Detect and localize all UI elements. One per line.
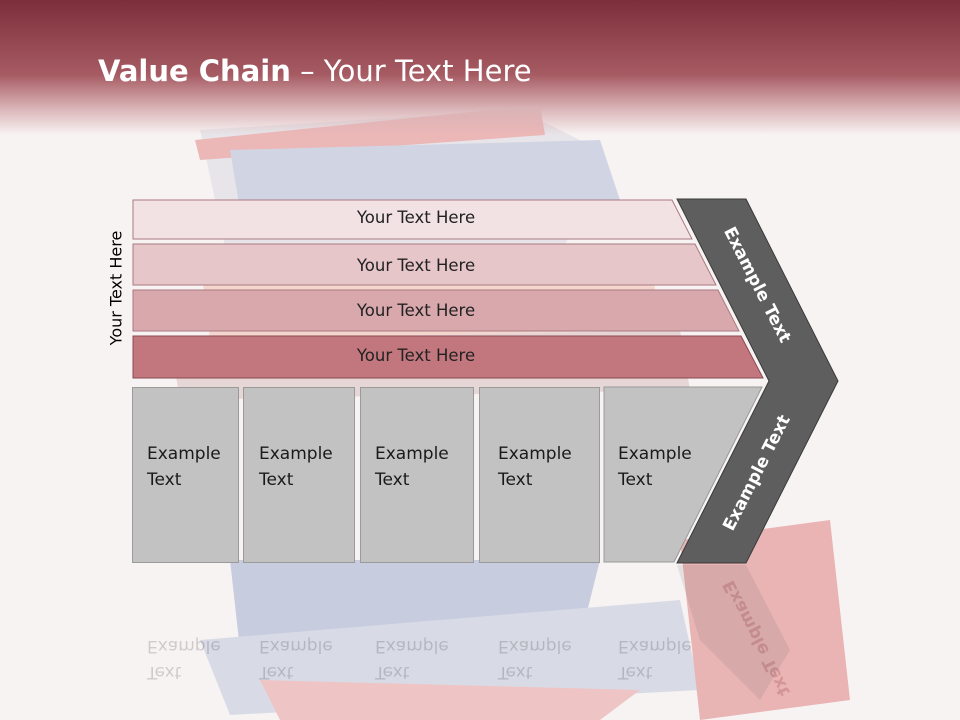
- box-3-line1: Example: [375, 444, 449, 464]
- box-2-reflection: Text Example: [259, 633, 333, 685]
- chevron-arrow: [676, 198, 839, 564]
- band-4-label: Your Text Here: [356, 346, 476, 365]
- box-1: [132, 387, 239, 563]
- band-2-label: Your Text Here: [356, 256, 476, 275]
- band-3: [132, 289, 740, 332]
- chevron-upper-text: Example Text: [693, 224, 820, 346]
- box-3-reflection-line2: Text: [375, 662, 410, 682]
- box-4-line1: Example: [498, 444, 572, 464]
- box-1-reflection: Text Example: [147, 633, 221, 685]
- box-3-reflection-line1: Example: [375, 636, 449, 656]
- box-1-reflection-line1: Example: [147, 636, 221, 656]
- box-1-line1: Example: [147, 444, 221, 464]
- box-3-line2: Text: [375, 470, 410, 490]
- box-5-line1: Example: [618, 444, 692, 464]
- box-3-reflection: Text Example: [375, 633, 449, 685]
- slide-title: Value Chain – Your Text Here: [98, 54, 532, 88]
- chevron-reflection: [677, 565, 790, 700]
- band-2: [132, 243, 717, 286]
- title-rest: – Your Text Here: [290, 54, 532, 88]
- box-4: [479, 387, 600, 563]
- box-2-reflection-line2: Text: [259, 662, 294, 682]
- band-4: [132, 335, 764, 379]
- box-5-reflection-line1: Example: [618, 636, 692, 656]
- band-3-label: Your Text Here: [356, 301, 476, 320]
- box-2: [243, 387, 355, 563]
- box-4-reflection: Text Example: [498, 633, 572, 685]
- box-1-reflection-line2: Text: [147, 662, 182, 682]
- box-5-shape: [603, 386, 763, 563]
- box-5-reflection: Text Example: [618, 633, 692, 685]
- title-bold: Value Chain: [98, 54, 291, 88]
- band-1-label: Your Text Here: [356, 208, 476, 227]
- box-3: [360, 387, 474, 563]
- box-2-line1: Example: [259, 444, 333, 464]
- box-5-line2: Text: [618, 470, 653, 490]
- box-2-reflection-line1: Example: [259, 636, 333, 656]
- box-4-reflection-line1: Example: [498, 636, 572, 656]
- chevron-reflection-text: Example Text: [693, 577, 820, 699]
- box-2-line2: Text: [259, 470, 294, 490]
- box-5-reflection-line2: Text: [618, 662, 653, 682]
- box-4-line2: Text: [498, 470, 533, 490]
- band-1: [132, 199, 693, 240]
- chevron-lower-text: Example Text: [693, 412, 820, 534]
- box-1-line2: Text: [147, 470, 182, 490]
- box-4-reflection-line2: Text: [498, 662, 533, 682]
- header-band: [0, 0, 960, 135]
